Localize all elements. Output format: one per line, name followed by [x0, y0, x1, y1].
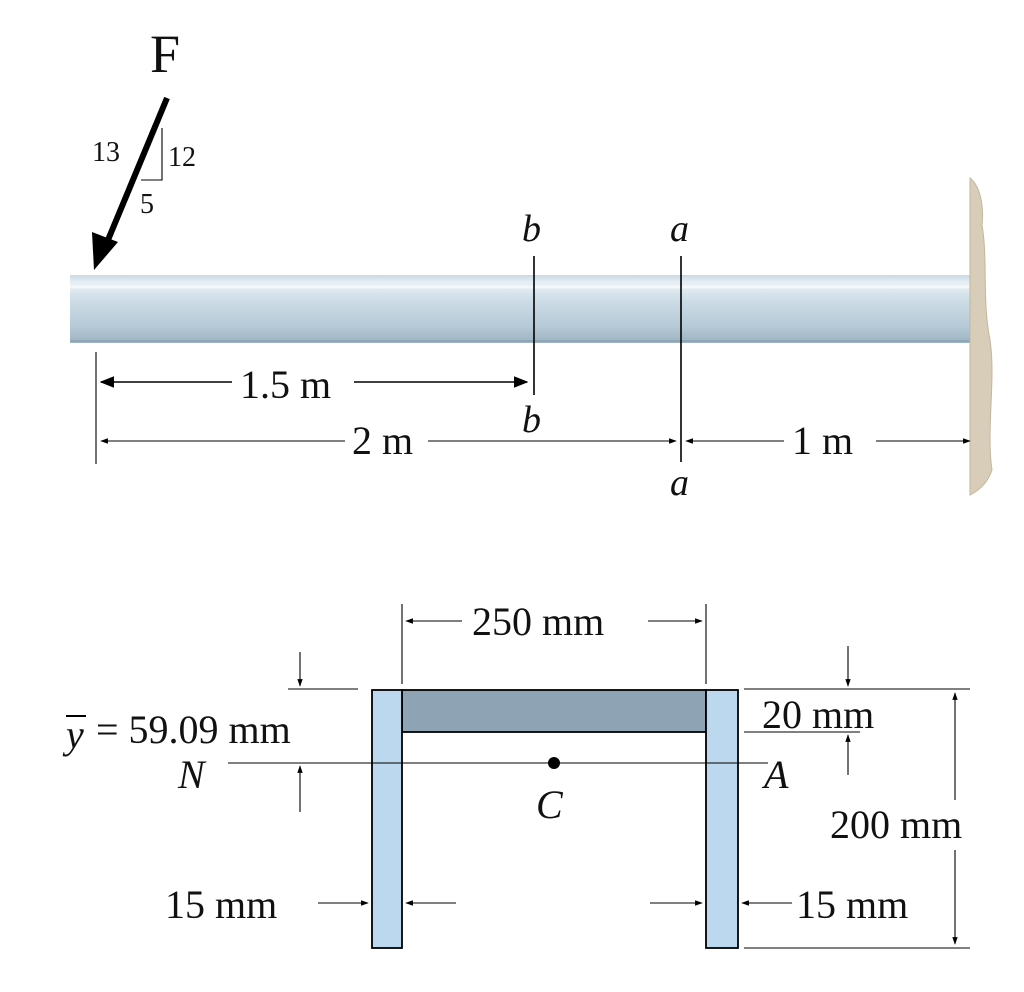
slope-vert-label: 12	[168, 142, 196, 173]
force-arrowhead	[92, 232, 118, 270]
cs-web-right-label: 15 mm	[796, 882, 908, 927]
force-arrow	[100, 96, 170, 254]
cs-centroid-label: C	[536, 782, 564, 827]
force-label: F	[150, 24, 180, 84]
fixed-wall-support	[969, 176, 993, 496]
slope-horiz-label: 5	[140, 189, 154, 220]
cs-centroid-dot	[548, 757, 560, 769]
section-a-top-label: a	[670, 208, 689, 250]
cs-neutral-left-label: N	[177, 752, 207, 797]
slope-triangle	[141, 128, 163, 181]
dimension-1m-label: 1 m	[792, 418, 853, 463]
cs-neutral-right-label: A	[761, 752, 789, 797]
cs-ybar-value: = 59.09 mm	[96, 707, 291, 752]
section-b-top-label: b	[522, 208, 541, 250]
cs-flange	[401, 689, 707, 733]
cs-web-left	[371, 689, 403, 949]
dimension-1-5m-label: 1.5 m	[240, 362, 331, 407]
cs-flange-label: 20 mm	[762, 692, 874, 737]
cs-height-label: 200 mm	[830, 802, 962, 847]
cs-web-right	[705, 689, 739, 949]
section-a-bottom-label: a	[670, 462, 689, 504]
cs-ybar-symbol: y	[62, 712, 84, 757]
cs-width-label: 250 mm	[472, 599, 604, 644]
beam	[70, 275, 975, 343]
slope-hyp-label: 13	[92, 137, 120, 168]
cs-web-left-label: 15 mm	[165, 882, 277, 927]
section-b-bottom-label: b	[522, 399, 541, 441]
dimension-2m-label: 2 m	[352, 418, 413, 463]
